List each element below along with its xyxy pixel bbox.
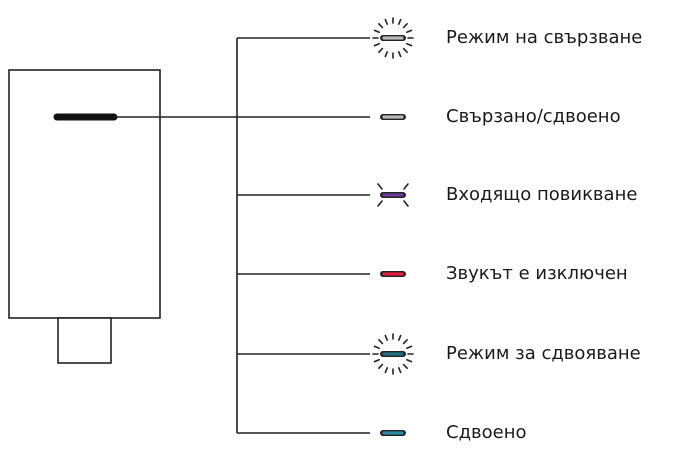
- dongle-body: [8, 69, 161, 319]
- legend-label-1: Свързано/сдвоено: [446, 106, 621, 127]
- dongle-usb-connector: [57, 317, 112, 364]
- blinking-led-icon: [372, 333, 414, 375]
- legend-label-4: Режим за сдвояване: [446, 343, 641, 364]
- usb-dongle-icon: [8, 69, 161, 364]
- legend-label-5: Сдвоено: [446, 422, 527, 443]
- legend-label-0: Режим на свързване: [446, 27, 643, 48]
- flashing-led-icon: [377, 183, 409, 207]
- connector-lines: [114, 37, 370, 434]
- legend-label-3: Звукът е изключен: [446, 263, 628, 284]
- blinking-led-icon: [372, 17, 414, 59]
- legend-label-2: Входящо повикване: [446, 184, 638, 205]
- led-indicators: [372, 17, 414, 436]
